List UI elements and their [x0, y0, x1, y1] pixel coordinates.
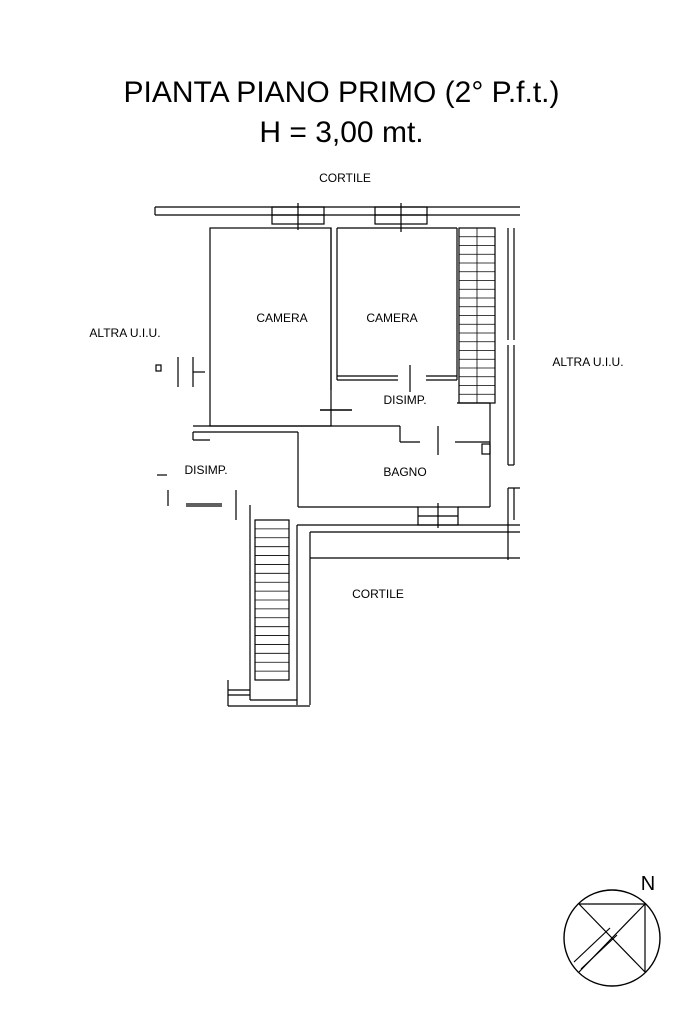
label-altra-uiu-left: ALTRA U.I.U.	[89, 326, 160, 340]
left-walls	[155, 357, 237, 520]
room-camera-2	[336, 227, 458, 392]
label-camera-1: CAMERA	[256, 311, 307, 325]
window-top-1	[271, 203, 325, 230]
label-cortile-bottom: CORTILE	[352, 587, 404, 601]
disimp-area	[192, 402, 491, 455]
label-camera-2: CAMERA	[366, 311, 417, 325]
window-bottom	[417, 503, 459, 528]
staircase-lower	[227, 505, 310, 707]
plan-height: H = 3,00 mt.	[259, 116, 424, 149]
label-disimp-2: DISIMP.	[184, 463, 227, 477]
top-wall	[154, 206, 520, 216]
label-bagno: BAGNO	[383, 465, 426, 479]
staircase-lower-treads	[255, 528, 289, 672]
right-walls	[507, 228, 520, 560]
plan-title: PIANTA PIANO PRIMO (2° P.f.t.)	[123, 76, 560, 109]
compass-rose: N	[563, 873, 661, 987]
window-top-2	[374, 203, 428, 232]
room-camera-1	[209, 227, 352, 427]
staircase-right-treads	[459, 236, 495, 395]
room-bagno	[297, 432, 491, 508]
lower-wall	[296, 524, 520, 705]
label-cortile-top: CORTILE	[319, 171, 371, 185]
label-disimp-1: DISIMP.	[383, 393, 426, 407]
compass-north-label: N	[641, 873, 655, 895]
label-altra-uiu-right: ALTRA U.I.U.	[552, 355, 623, 369]
